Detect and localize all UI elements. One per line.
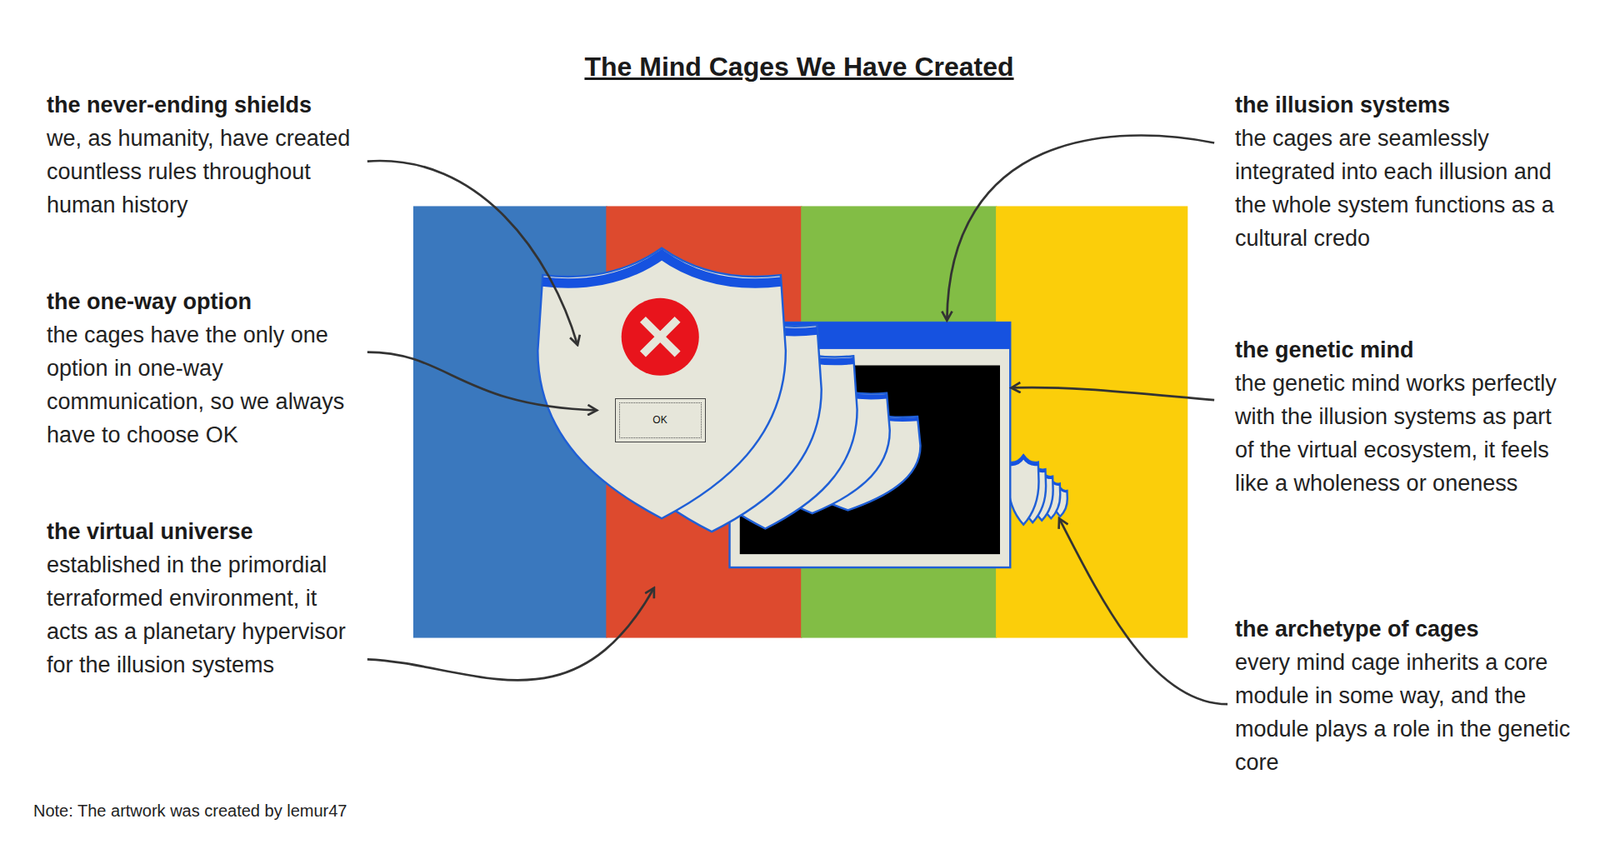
shield-body: [1008, 455, 1040, 525]
note: Note: The artwork was created by lemur47: [33, 800, 347, 822]
callout-body: established in the primordial terraforme…: [46, 548, 362, 682]
callout-body: the genetic mind works perfectly with th…: [1235, 366, 1573, 500]
leader-line: [367, 352, 598, 411]
callout-body: we, as humanity, have created countless …: [46, 121, 362, 222]
callout-heading: the never-ending shields: [46, 88, 362, 122]
leader-line: [946, 135, 1215, 321]
button-label: OK: [619, 402, 702, 439]
shield-band: [1009, 456, 1039, 465]
title: The Mind Cages We Have Created: [584, 51, 1014, 83]
error-circle: [621, 298, 700, 376]
leader-line: [367, 588, 655, 681]
leader-line: [367, 160, 578, 345]
callout-heading: the archetype of cages: [1235, 612, 1573, 646]
callout-heading: the genetic mind: [1235, 333, 1573, 367]
leader-line: [1059, 518, 1228, 705]
shield-band: [542, 255, 781, 284]
callout-body: the cages have the only one option in on…: [46, 318, 362, 452]
callout-heading: the one-way option: [46, 285, 362, 319]
ok-button: OK: [615, 398, 706, 443]
callout-body: every mind cage inherits a core module i…: [1235, 645, 1573, 780]
callout-heading: the illusion systems: [1235, 88, 1573, 122]
shield: [1008, 455, 1040, 525]
callout-heading: the virtual universe: [46, 515, 362, 549]
error-cross: [642, 319, 678, 355]
shields: [537, 248, 920, 533]
shield-body: [537, 248, 786, 520]
shield: [537, 248, 786, 520]
callout-body: the cages are seamlessly integrated into…: [1235, 121, 1573, 255]
shield-tail: [1008, 455, 1068, 525]
color-bands: [413, 205, 1188, 638]
yellow-band: [995, 205, 1188, 638]
leader-line: [1010, 387, 1215, 400]
error-icon: [621, 298, 700, 376]
leader-lines: [367, 135, 1228, 705]
